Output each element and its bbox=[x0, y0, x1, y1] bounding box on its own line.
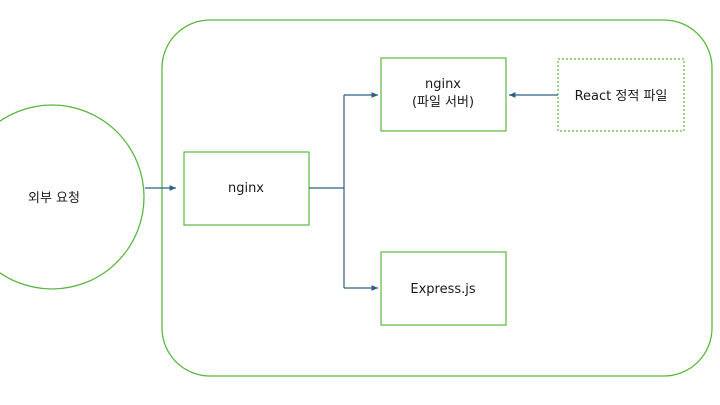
nginx-file-server-node bbox=[380, 57, 507, 132]
nginx-file-server-label-line1: nginx bbox=[425, 77, 461, 92]
express-label: Express.js bbox=[410, 282, 476, 297]
external-request-label: 외부 요청 bbox=[28, 191, 80, 206]
nginx-proxy-node bbox=[183, 151, 310, 226]
external-request-node bbox=[0, 104, 145, 290]
server-container bbox=[161, 19, 713, 377]
react-static-files-node bbox=[557, 58, 685, 132]
nginx-file-server-label-line2: (파일 서버) bbox=[412, 95, 474, 110]
express-node bbox=[380, 251, 507, 326]
react-static-files-label: React 정적 파일 bbox=[575, 89, 668, 104]
nginx-proxy-label: nginx bbox=[228, 181, 264, 196]
